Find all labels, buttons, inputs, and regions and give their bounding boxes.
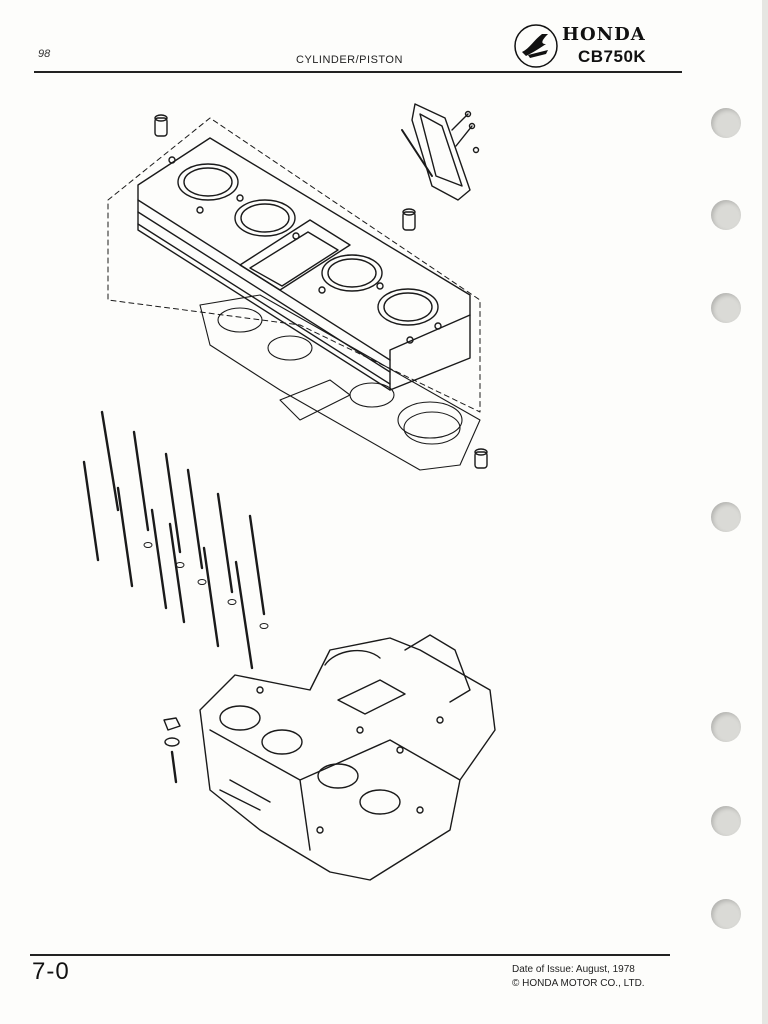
punch-hole bbox=[711, 293, 741, 323]
base-gasket bbox=[199, 294, 481, 471]
page-edge bbox=[762, 0, 768, 1024]
punch-hole bbox=[711, 200, 741, 230]
stud-washers bbox=[143, 542, 269, 629]
punch-hole bbox=[711, 806, 741, 836]
nut-washer-stud bbox=[163, 717, 181, 784]
model-name: CB750K bbox=[578, 47, 647, 66]
brand-name: HONDA bbox=[562, 24, 646, 45]
exploded-parts-diagram bbox=[82, 103, 496, 881]
dowel-pins bbox=[154, 114, 488, 469]
header-rule bbox=[34, 71, 682, 73]
stud-bolts bbox=[82, 410, 266, 670]
page-number: 98 bbox=[38, 48, 51, 60]
tensioner-cover bbox=[401, 103, 480, 201]
punch-hole bbox=[711, 899, 741, 929]
honda-wing-logo-icon bbox=[514, 24, 558, 68]
punch-hole bbox=[711, 502, 741, 532]
cylinder-block bbox=[107, 117, 481, 413]
punch-hole bbox=[711, 712, 741, 742]
page-title: CYLINDER/PISTON bbox=[296, 54, 403, 66]
punch-hole bbox=[711, 108, 741, 138]
section-number: 7-0 bbox=[32, 958, 70, 985]
crankcase bbox=[199, 634, 496, 881]
copyright: © HONDA MOTOR CO., LTD. bbox=[512, 978, 645, 989]
footer-rule bbox=[30, 954, 670, 956]
date-of-issue: Date of Issue: August, 1978 bbox=[512, 964, 635, 975]
